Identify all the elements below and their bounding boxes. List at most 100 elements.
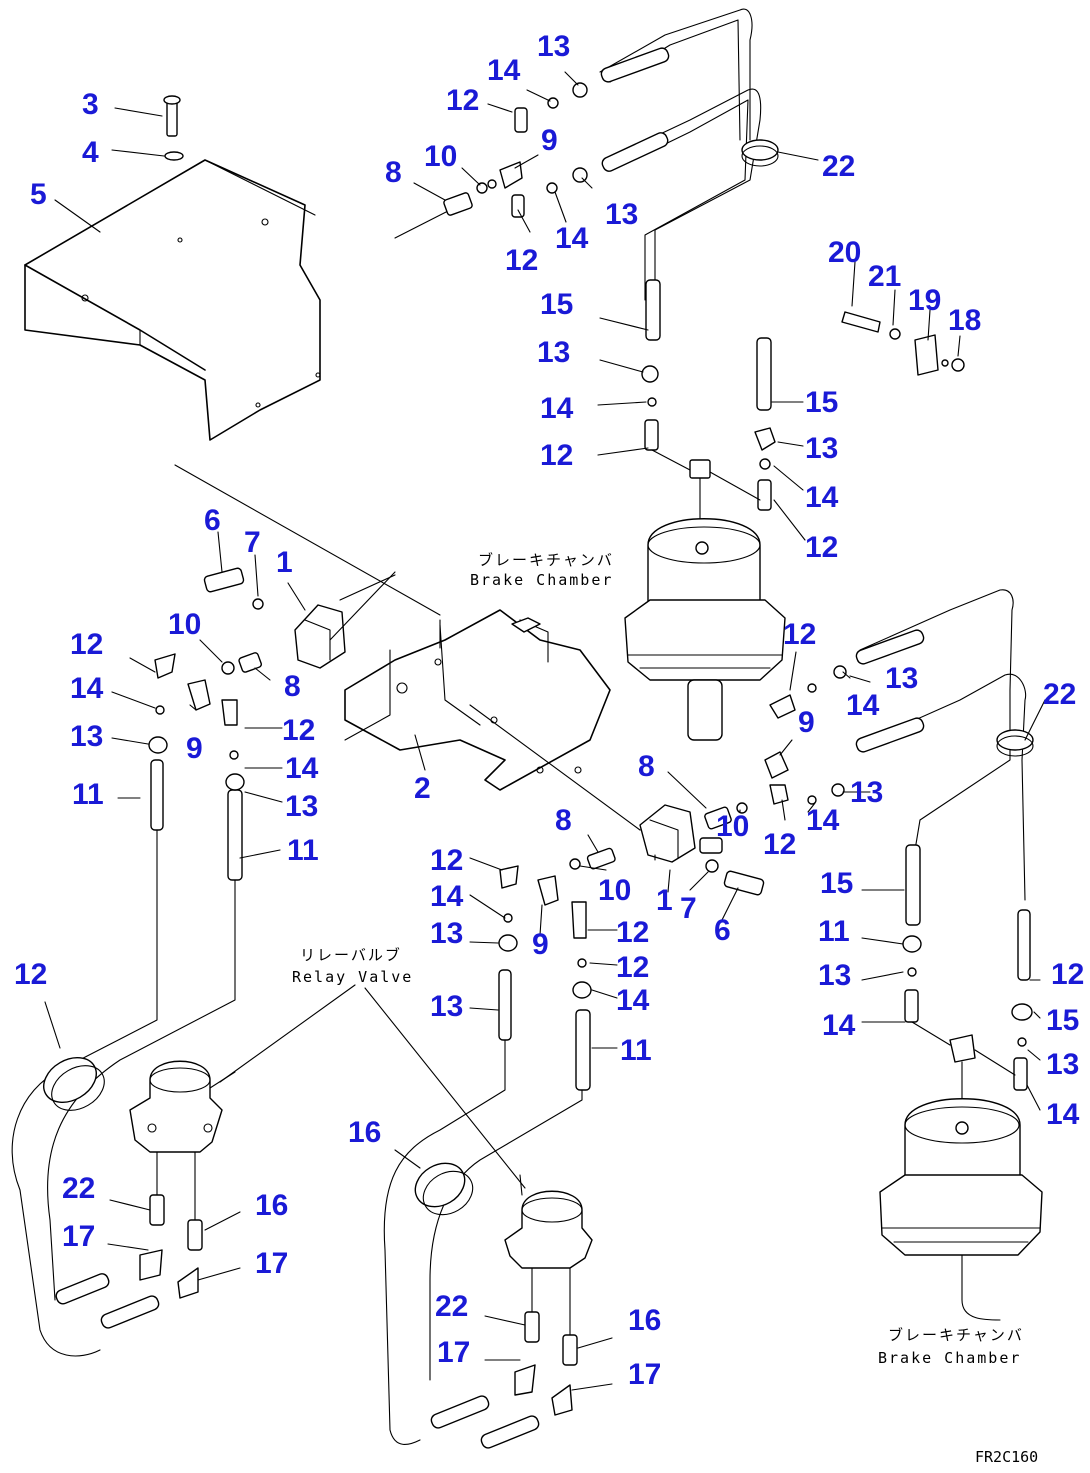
callout-number: 13: [605, 198, 638, 231]
callout-number: 12: [540, 439, 573, 472]
callout-number: 22: [62, 1172, 95, 1205]
callout-number: 12: [282, 714, 315, 747]
leader-lines: [44, 71, 1046, 1391]
callout-number: 17: [255, 1247, 288, 1280]
callout-number: 9: [541, 124, 558, 157]
brake-chamber-caption-en-lower: Brake Chamber: [878, 1349, 1021, 1367]
callout-number: 13: [430, 990, 463, 1023]
relay-valve-leader: [219, 984, 356, 1083]
brake-chamber-caption-en: Brake Chamber: [470, 571, 613, 589]
callout-number: 14: [430, 880, 464, 913]
linkage-parts: [841, 311, 965, 376]
callout-number: 14: [555, 222, 589, 255]
brake-chamber-fittings-lower: [902, 935, 1033, 1091]
hose-clamp: [43, 1057, 105, 1111]
callout-number: 12: [805, 531, 838, 564]
callout-number: 9: [798, 706, 815, 739]
relay-valve-right: [504, 1174, 593, 1416]
callout-number: 11: [72, 778, 104, 811]
callout-number: 18: [948, 304, 981, 337]
callout-number: 11: [287, 834, 319, 867]
callout-number: 6: [204, 504, 221, 537]
hose-clamp: [741, 139, 779, 167]
hose-clamp: [414, 1162, 474, 1216]
top-fittings: [394, 82, 588, 239]
callout-number: 19: [908, 284, 941, 317]
mounting-bracket: [174, 464, 611, 791]
callout-number: 3: [82, 88, 99, 121]
callout-number: 12: [505, 244, 538, 277]
callout-number: 8: [284, 670, 301, 703]
callout-number: 10: [424, 140, 457, 173]
callout-number: 14: [616, 984, 650, 1017]
air-hoses: [11, 8, 1031, 1449]
callout-number: 9: [532, 928, 549, 961]
callout-number: 12: [70, 628, 103, 661]
callout-number: 16: [348, 1116, 381, 1149]
callout-number: 17: [628, 1358, 661, 1391]
callout-number: 17: [62, 1220, 95, 1253]
callout-number: 13: [537, 30, 570, 63]
callout-number: 10: [598, 874, 631, 907]
callout-number: 15: [540, 288, 573, 321]
callout-number: 8: [555, 804, 572, 837]
callout-number: 20: [828, 236, 861, 269]
callout-number: 22: [435, 1290, 468, 1323]
callout-number: 11: [818, 915, 850, 948]
callout-number: 14: [487, 54, 521, 87]
callout-number: 17: [437, 1336, 470, 1369]
callout-number: 7: [244, 526, 261, 559]
callout-number: 12: [446, 84, 479, 117]
callout-number: 13: [537, 336, 570, 369]
brake-chamber-upper: [624, 477, 786, 741]
callout-number: 14: [846, 689, 880, 722]
callout-number: 12: [616, 951, 649, 984]
callout-number: 14: [805, 481, 839, 514]
callout-number: 12: [14, 958, 47, 991]
cover-plate: [24, 159, 321, 441]
callout-number: 14: [822, 1009, 856, 1042]
callout-number: 12: [616, 916, 649, 949]
callout-number: 13: [885, 662, 918, 695]
callout-number: 1: [656, 884, 673, 917]
callout-number: 14: [540, 392, 574, 425]
relay-valve-lower: [469, 665, 847, 999]
washer: [164, 151, 184, 161]
callout-number: 13: [1046, 1048, 1079, 1081]
callout-number: 13: [285, 790, 318, 823]
callout-number: 6: [714, 914, 731, 947]
relay-valve-leader: [364, 987, 526, 1189]
hose-clamp: [996, 729, 1034, 757]
relay-valve-left: [129, 1060, 236, 1299]
callout-number: 2: [414, 772, 431, 805]
callout-number: 15: [820, 867, 853, 900]
callout-number: 8: [638, 750, 655, 783]
callout-number: 13: [805, 432, 838, 465]
callout-number: 10: [716, 810, 749, 843]
callout-number: 7: [680, 892, 697, 925]
callout-number: 15: [1046, 1004, 1079, 1037]
drawing-code: FR2C160: [975, 1448, 1038, 1466]
callout-number: 12: [763, 828, 796, 861]
callout-number: 22: [1043, 678, 1076, 711]
callout-number: 13: [70, 720, 103, 753]
callout-number: 10: [168, 608, 201, 641]
callout-number: 5: [30, 178, 47, 211]
bolt: [163, 95, 181, 137]
callout-number: 12: [430, 844, 463, 877]
relay-valve-caption-jp: リレーバルブ: [300, 946, 402, 964]
callout-number: 14: [806, 804, 840, 837]
callout-number: 11: [620, 1034, 652, 1067]
callout-number: 8: [385, 156, 402, 189]
callout-number: 14: [70, 672, 104, 705]
relay-valve-caption-en: Relay Valve: [292, 968, 413, 986]
callout-number: 13: [430, 917, 463, 950]
callout-number: 13: [818, 959, 851, 992]
brake-chamber-lower: [879, 1061, 1043, 1321]
callout-number: 12: [783, 618, 816, 651]
brake-chamber-fittings-upper: [641, 337, 776, 511]
callout-number: 4: [82, 136, 99, 169]
callout-number: 12: [1051, 958, 1084, 991]
